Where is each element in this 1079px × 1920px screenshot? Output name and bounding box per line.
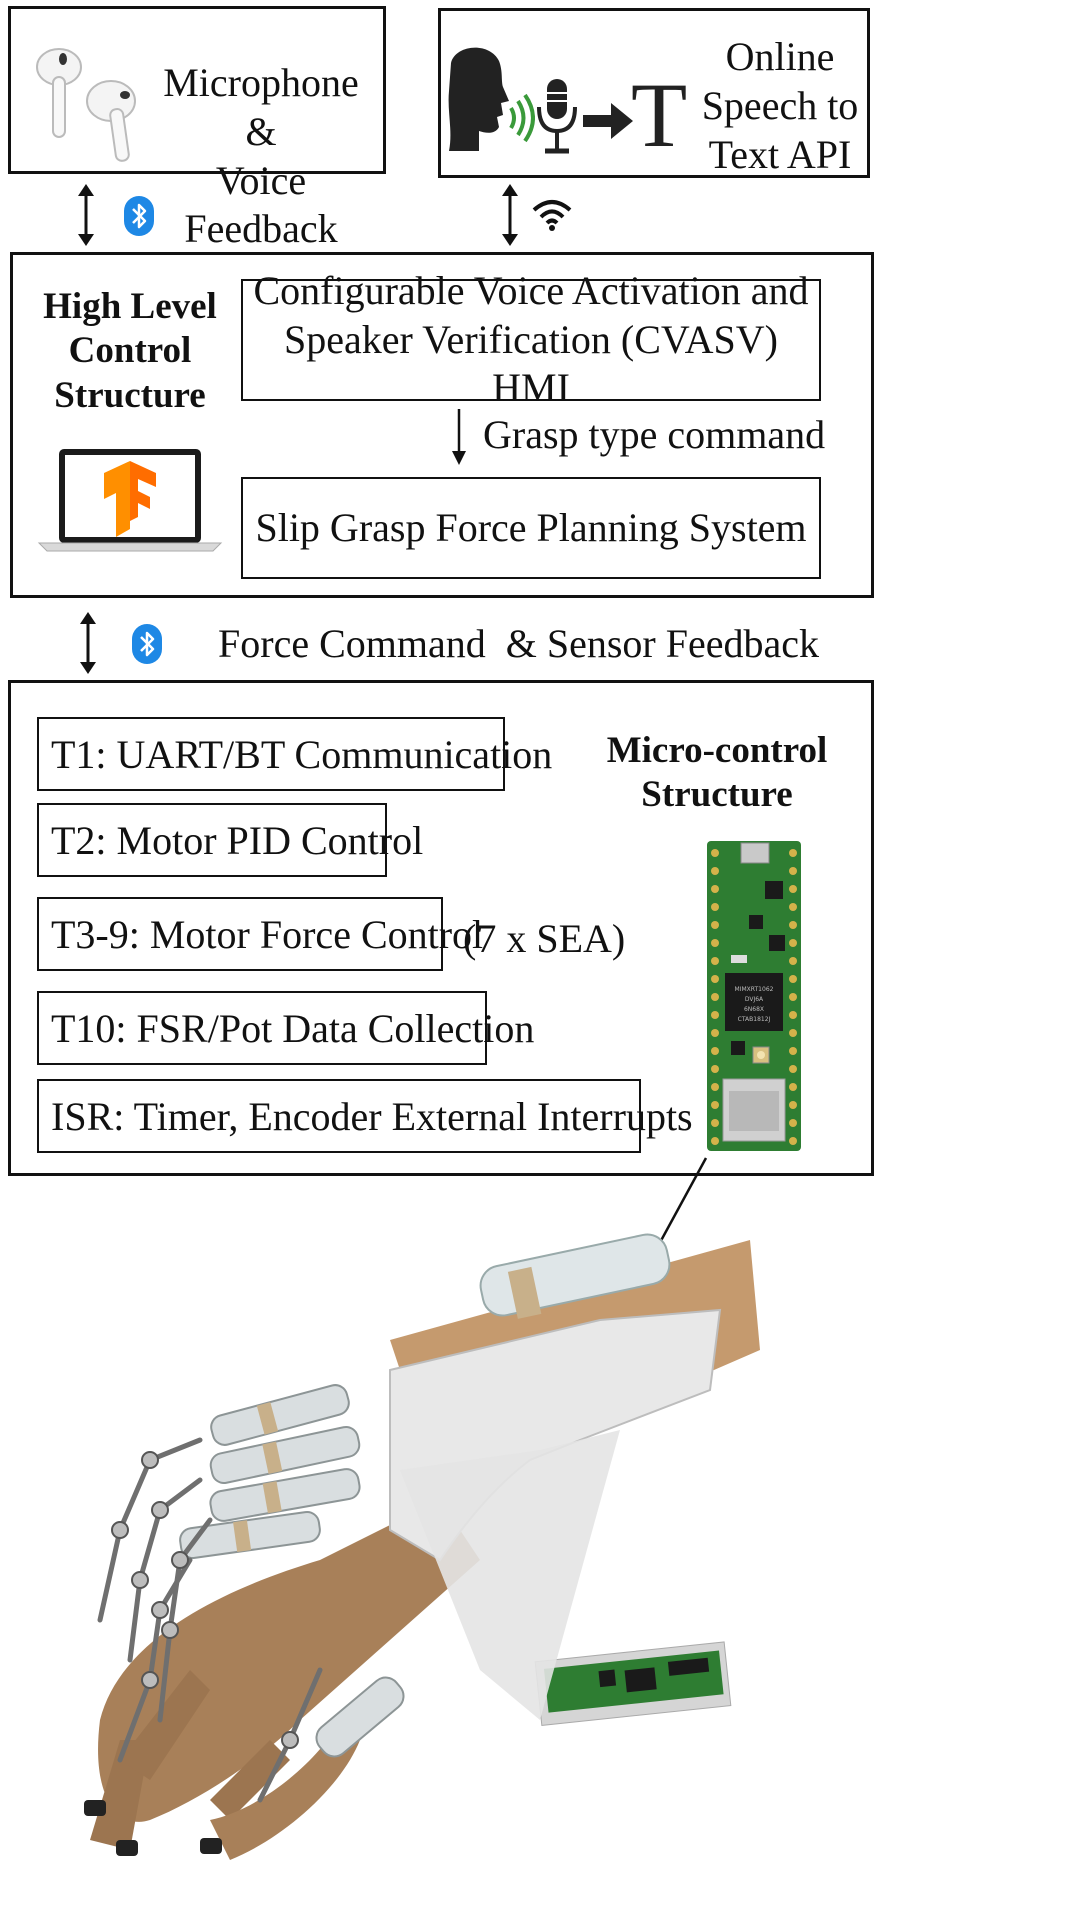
force-command-sensor-feedback-label: Force Command & Sensor Feedback	[218, 621, 819, 666]
exoskeleton-hand-illustration	[60, 1200, 760, 1900]
mic-box-label-line2: Voice Feedback	[184, 157, 338, 252]
bidirectional-arrow-left-top	[74, 184, 98, 246]
speaking-head-icon	[445, 41, 509, 151]
sea-note: (7 x SEA)	[463, 916, 626, 961]
bidirectional-arrow-right-top	[498, 184, 522, 246]
task-isr: ISR: Timer, Encoder External Interrupts	[37, 1079, 693, 1153]
down-arrow-icon	[449, 409, 469, 465]
wifi-icon	[532, 198, 572, 232]
micro-control-title-line2: Structure	[641, 774, 793, 816]
laptop-tensorflow-icon	[37, 447, 223, 557]
micro-control-title-line1: Micro-control	[606, 730, 828, 771]
stt-box-label-line3: Text API	[708, 131, 852, 177]
stt-box-label-line1: Online	[725, 34, 835, 79]
grasp-type-command-label: Grasp type command	[483, 412, 826, 457]
high-level-title: High Level Control Structure	[35, 285, 225, 418]
bluetooth-icon-middle	[132, 624, 162, 664]
sound-waves-icon	[507, 93, 535, 143]
high-level-title-line2: Control	[68, 330, 192, 372]
cvasv-hmi-box: Configurable Voice Activation and Speake…	[241, 268, 821, 410]
cvasv-label-line1: Configurable Voice Activation and	[253, 267, 809, 313]
bidirectional-arrow-middle	[76, 612, 100, 674]
high-level-title-line3: Structure	[54, 374, 206, 416]
stt-box-label: Online Speech to Text API	[695, 33, 865, 179]
chip-text-3: 6N68X	[744, 1006, 764, 1013]
chip-text-1: MIMXRT1062	[735, 986, 774, 993]
mic-box-label: Microphone & Voice Feedback	[143, 59, 379, 254]
stt-box-label-line2: Speech to	[701, 82, 859, 128]
teensy-board-image: MIMXRT1062 DVJ6A 6N68X CTAB1812J	[707, 841, 801, 1151]
micro-control-title: Micro-control Structure	[597, 729, 837, 818]
high-level-control-box: High Level Control Structure Configurabl…	[10, 252, 874, 598]
high-level-title-line1: High Level	[43, 286, 217, 327]
chip-text-2: DVJ6A	[745, 996, 764, 1003]
arrow-right-icon	[583, 103, 633, 139]
text-letter-icon: T	[631, 64, 688, 166]
speech-to-text-box: T Online Speech to Text API	[438, 8, 870, 178]
chip-text-4: CTAB1812J	[738, 1016, 771, 1023]
earbuds-icon	[23, 39, 143, 163]
microphone-icon	[535, 77, 579, 159]
micro-control-box: T1: UART/BT Communication T2: Motor PID …	[8, 680, 874, 1176]
slip-grasp-force-planning-box: Slip Grasp Force Planning System	[241, 477, 821, 579]
cvasv-label-line2: Speaker Verification (CVASV) HMI	[284, 316, 778, 411]
microphone-voice-feedback-box: Microphone & Voice Feedback	[8, 6, 386, 251]
mic-box-label-line1: Microphone &	[163, 60, 359, 154]
task-t10: T10: FSR/Pot Data Collection	[37, 991, 534, 1065]
task-t2: T2: Motor PID Control	[37, 803, 423, 877]
bluetooth-icon-top	[124, 196, 154, 236]
task-t3-9: T3-9: Motor Force Control	[37, 897, 483, 971]
task-t1: T1: UART/BT Communication	[37, 717, 552, 791]
